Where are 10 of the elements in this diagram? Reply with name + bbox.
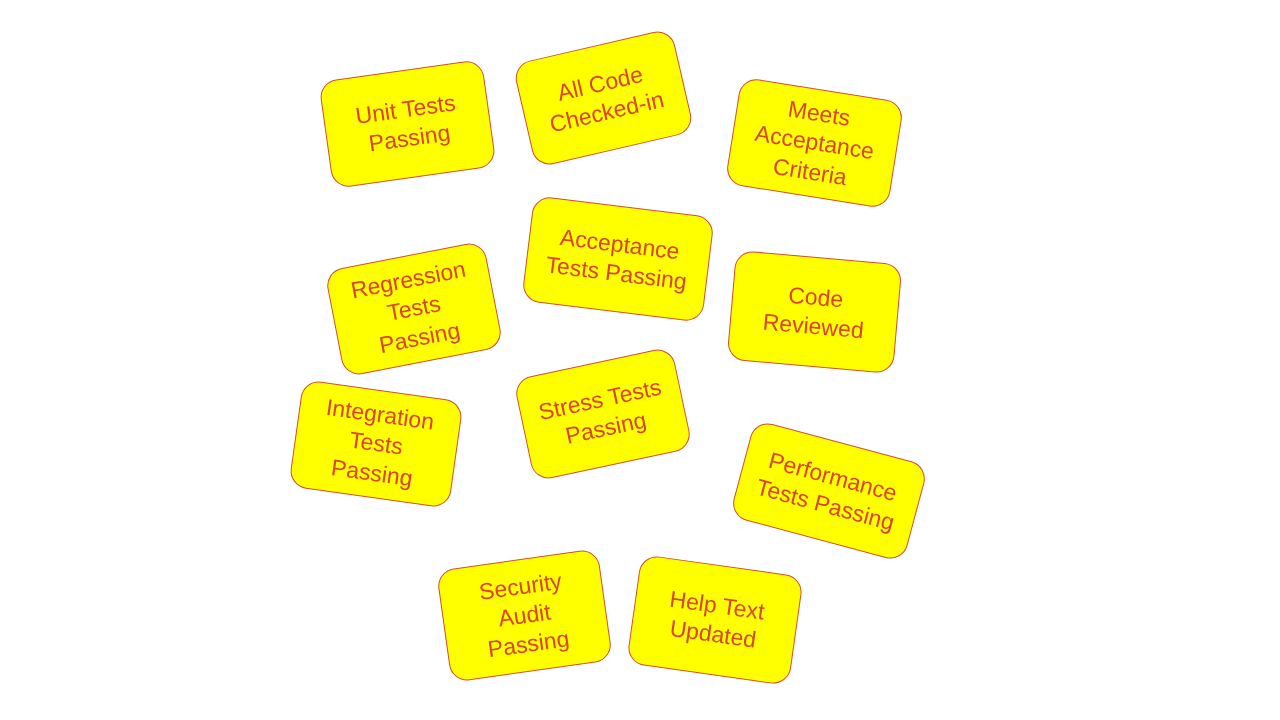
note-text: Help Text Updated bbox=[667, 584, 768, 655]
note-text: Security Audit Passing bbox=[475, 565, 572, 664]
note-text: Regression Tests Passing bbox=[347, 254, 469, 360]
note-text: Unit Tests Passing bbox=[352, 88, 458, 159]
note-text: Acceptance Tests Passing bbox=[543, 222, 690, 297]
note-text: Stress Tests Passing bbox=[535, 372, 665, 451]
note-text: Integration Tests Passing bbox=[323, 393, 437, 493]
note-text: All Code Checked-in bbox=[545, 59, 667, 140]
note-text: Code Reviewed bbox=[760, 280, 866, 346]
note-text: Meets Acceptance Criteria bbox=[751, 94, 877, 192]
